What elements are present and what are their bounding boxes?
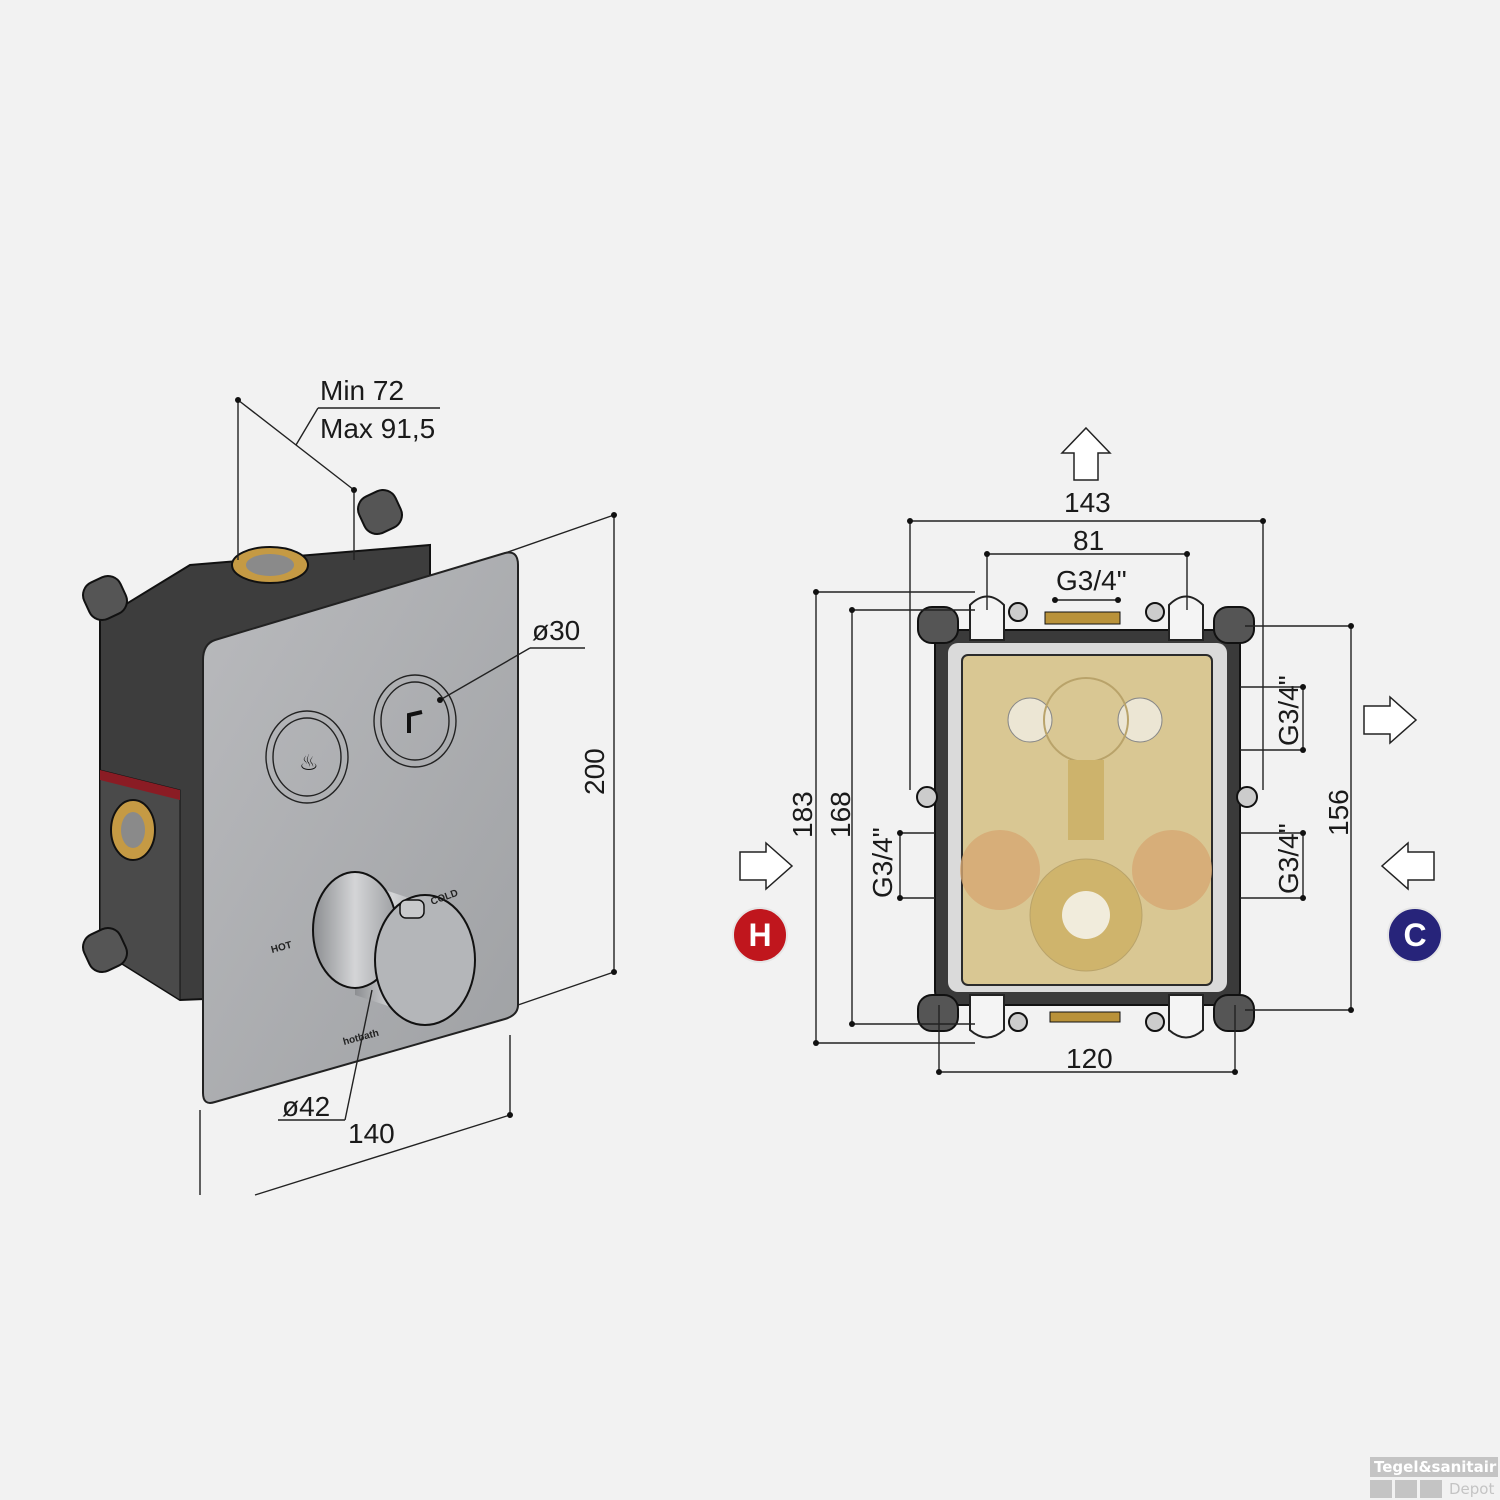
watermark-logo: Tegel&sanitair Depot: [1370, 1457, 1498, 1498]
button-diameter-label: ø30: [532, 615, 580, 646]
height-label: 200: [579, 748, 610, 795]
cold-badge-letter: C: [1403, 917, 1426, 953]
knob-diameter-label: ø42: [282, 1091, 330, 1122]
cover-plate: [202, 551, 519, 1104]
cold-badge: C: [1387, 907, 1443, 963]
watermark-line2: Depot: [1449, 1480, 1495, 1498]
push-button-bath: ♨: [265, 710, 349, 804]
flow-arrows: [739, 426, 1435, 891]
left-isometric-view: ♨ HOT COLD hotbath: [82, 375, 617, 1196]
right-height-label: 156: [1323, 789, 1354, 836]
mounting-frame: [916, 595, 1258, 1039]
bath-icon: ♨: [299, 751, 319, 776]
arrow-up-icon: [1060, 426, 1112, 481]
hot-badge-letter: H: [748, 917, 771, 953]
overall-width-label: 143: [1064, 487, 1111, 518]
right-inlet-thread-label: G3/4": [1273, 823, 1304, 894]
overall-height-label: 183: [787, 791, 818, 838]
hot-badge: H: [732, 907, 788, 963]
box-width-label: 120: [1066, 1043, 1113, 1074]
arrow-right-outlet-icon: [1363, 695, 1418, 745]
hot-label: HOT: [270, 940, 293, 956]
top-outlet-thread-label: G3/4": [1056, 565, 1127, 596]
dimension-lines-right: [813, 518, 1354, 1075]
right-outlet-thread-label: G3/4": [1273, 675, 1304, 746]
dimension-lines-left: [199, 397, 617, 1196]
depth-max-label: Max 91,5: [320, 413, 435, 444]
width-label: 140: [348, 1118, 395, 1149]
arrow-left-cold-icon: [1380, 841, 1435, 891]
shower-icon: [407, 710, 423, 733]
drop-icon: [1370, 1480, 1392, 1498]
mid-height-label: 168: [825, 791, 856, 838]
depth-min-label: Min 72: [320, 375, 404, 406]
right-front-view: 143 81 G3/4" 120 183 168 156 G3/4" G3/4"…: [732, 426, 1443, 1075]
hole-spacing-label: 81: [1073, 525, 1104, 556]
left-inlet-thread-label: G3/4": [867, 827, 898, 898]
watermark-line1: Tegel&sanitair: [1370, 1457, 1498, 1477]
arrow-right-hot-icon: [739, 841, 794, 891]
push-button-shower: [373, 674, 457, 768]
thermostatic-knob: [312, 871, 476, 1026]
